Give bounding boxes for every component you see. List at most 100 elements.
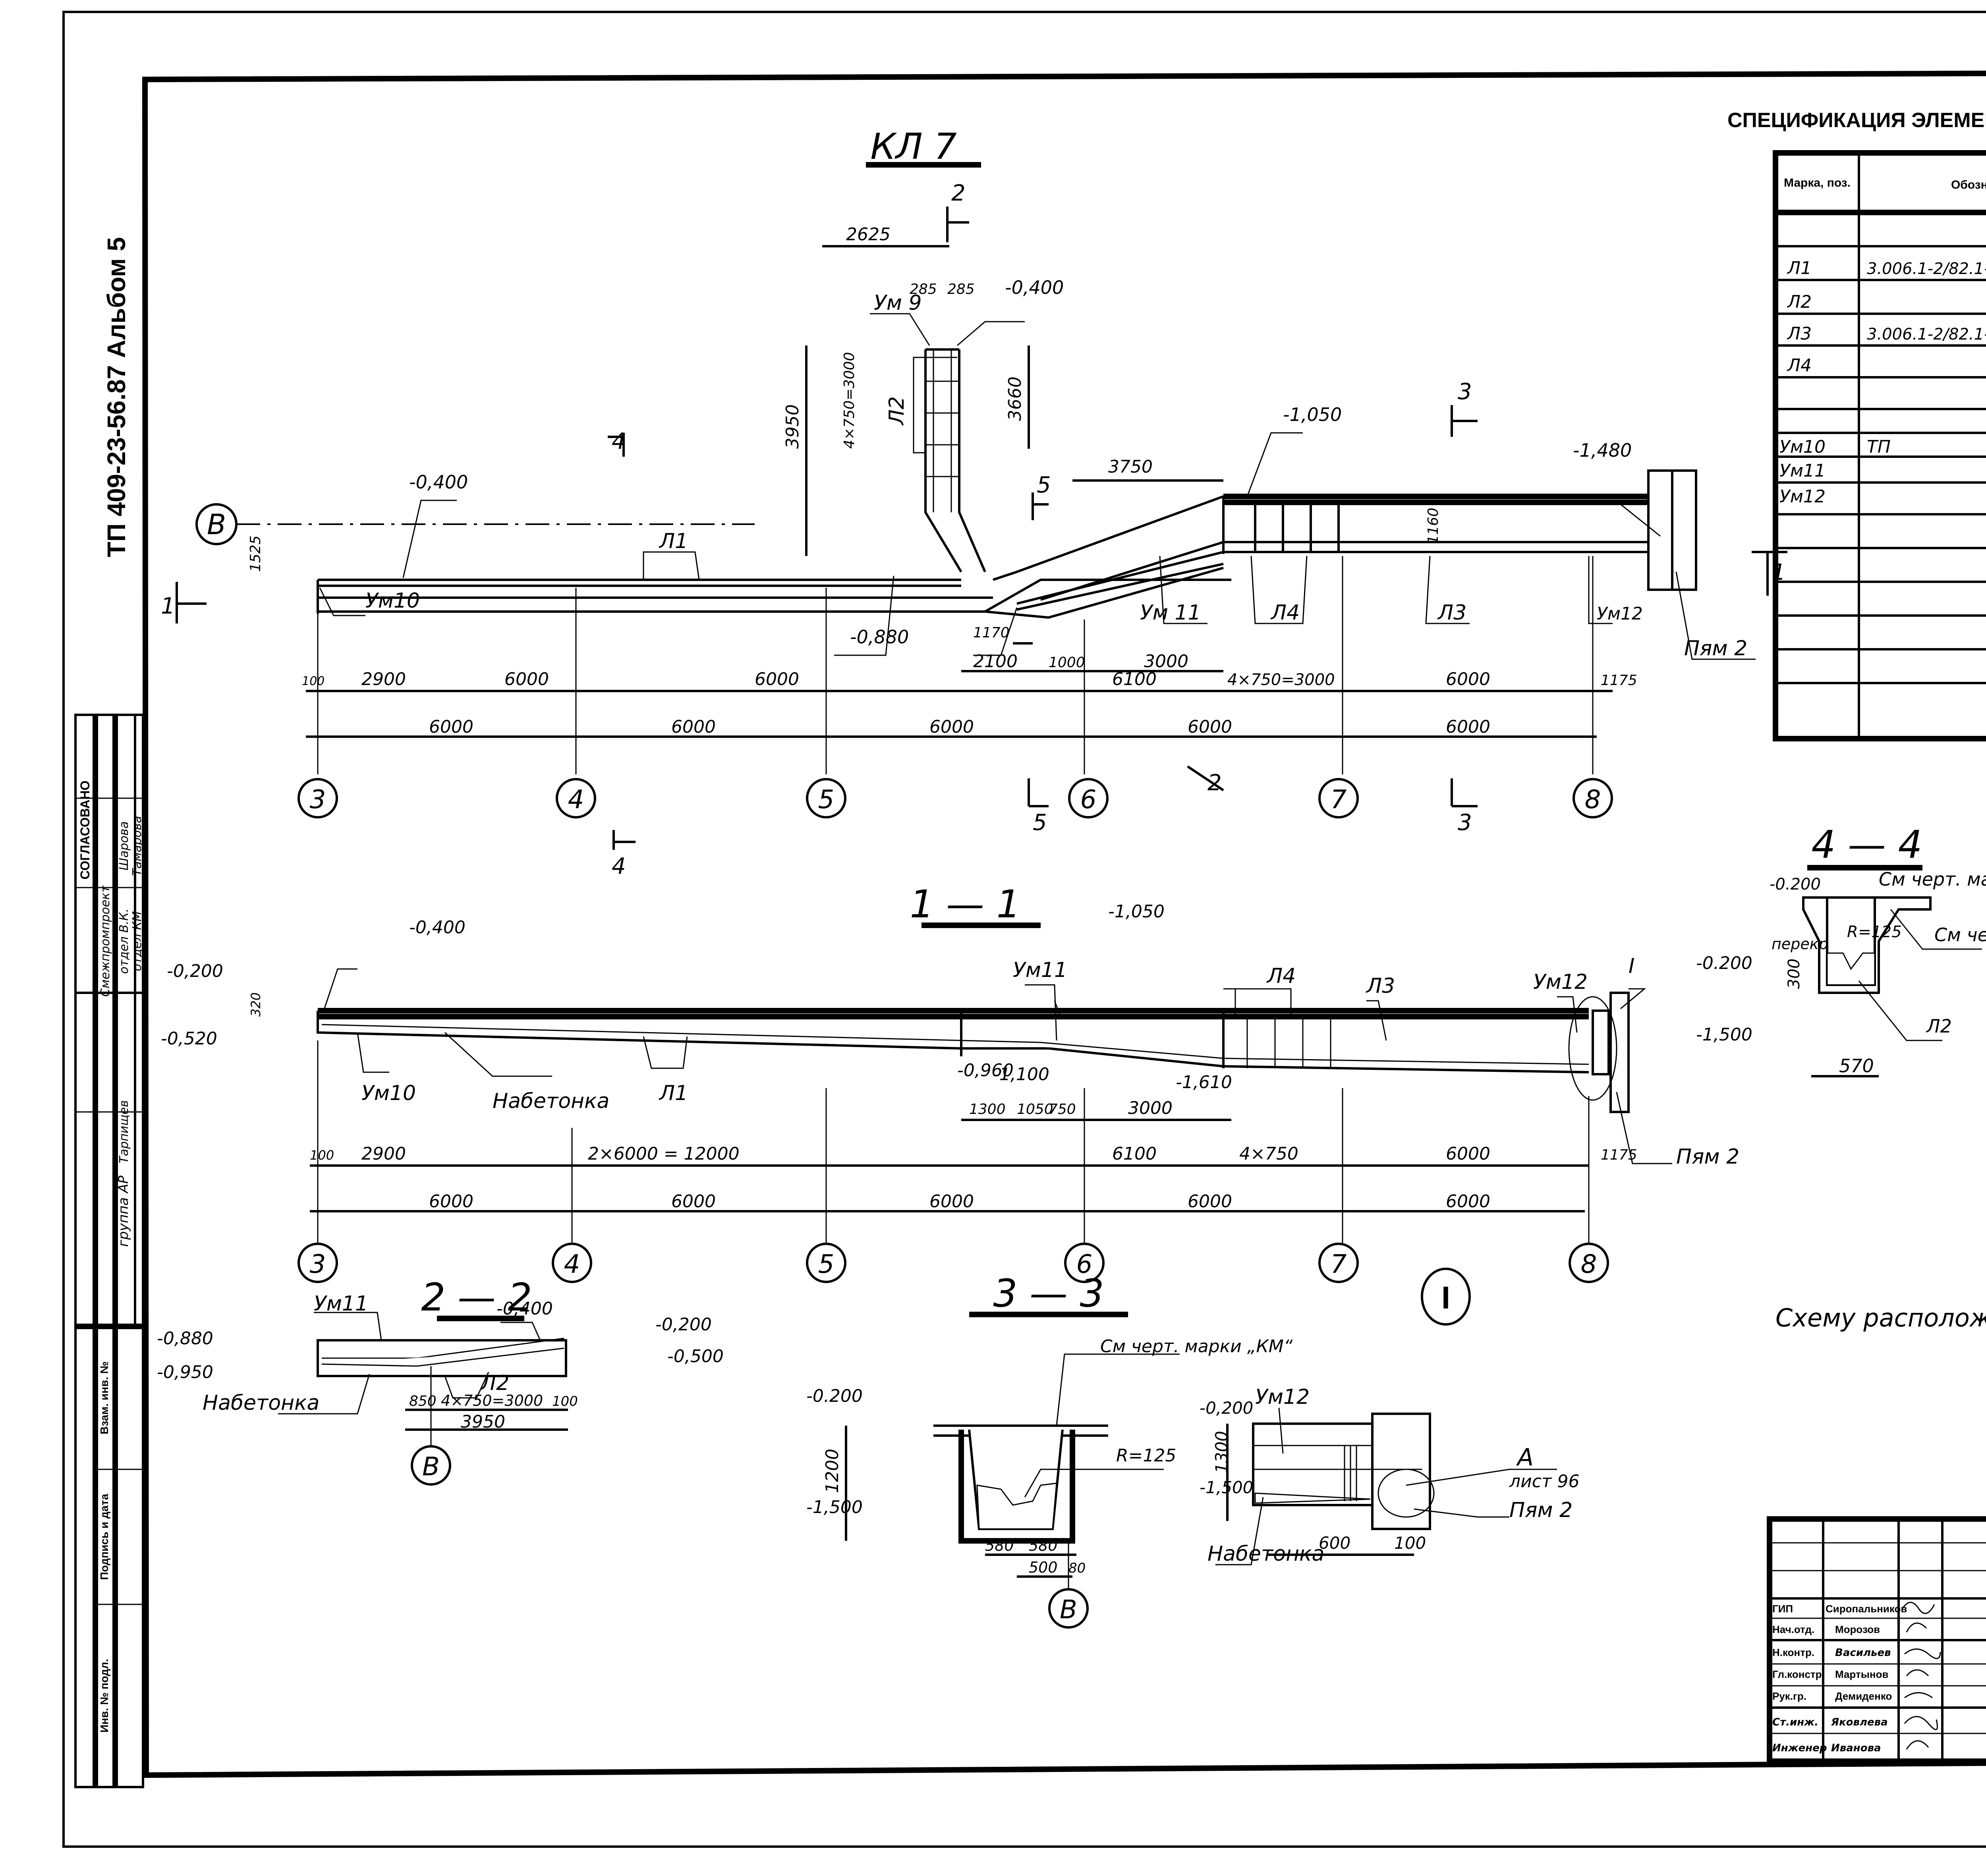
tb-staff-role-1: Нач.отд. <box>1772 1623 1814 1635</box>
plan-view: КЛ 7 <box>161 126 1787 879</box>
spec-row2-mark: Л2 <box>1787 292 1812 312</box>
s11-elev-1100: -1,100 <box>993 1064 1049 1085</box>
spec-row1-code: 3.006.1-2/82.1-1-02.0 <box>1867 260 1986 278</box>
spec-row4-mark: Л4 <box>1787 355 1812 376</box>
spec-header-mark: Марка, поз. <box>1784 176 1851 189</box>
spec-row7-mark: Ум12 <box>1779 486 1826 507</box>
tb-staff-name-2: Васильев <box>1835 1647 1891 1659</box>
spec-row6-mark: Ум11 <box>1779 461 1826 481</box>
detail-I: I Ум12 Набетонка Пям 2 А лист 96 -0,200 … <box>1200 1268 1580 1566</box>
tb-staff-role-3: Гл.констр. <box>1772 1668 1825 1680</box>
section-mark-1-left: 1 <box>161 593 175 619</box>
section-mark-4-top: 4 <box>612 428 626 454</box>
section-3-3: 3 — 3 См черт. марки „КМ“ R=125 -0.200 -… <box>806 1271 1293 1629</box>
s22-elev-0950: -0,950 <box>157 1362 213 1382</box>
section-4-4: 4 — 4 См черт. марки „КМ“ См черт АР R=1… <box>1770 822 1986 1077</box>
stamp-field-inv: Инв. № подл. <box>98 1659 110 1733</box>
plan-grid-6000-5: 6000 <box>1446 717 1490 737</box>
s22-elev-0880: -0,880 <box>157 1328 213 1349</box>
plan-dim-2625: 2625 <box>846 224 891 245</box>
detail-callout-circle <box>1568 996 1617 1101</box>
tb-staff-name-1: Морозов <box>1835 1623 1880 1635</box>
plan-chain1-6000b: 6000 <box>755 669 799 689</box>
signatures <box>1902 1602 1941 1750</box>
plan-label-l3: Л3 <box>1437 601 1466 625</box>
section-mark-2-top: 2 <box>951 180 966 206</box>
approval-heading: СОГЛАСОВАНО <box>78 780 92 879</box>
s11-axis-8: 8 <box>1581 1250 1597 1279</box>
stamp-field-sign: Подпись и дата <box>98 1494 110 1580</box>
detailI-label-ref-sheet: лист 96 <box>1509 1471 1580 1492</box>
section-1-1-axis-bubbles: 3 4 5 6 7 8 <box>298 1040 1609 1283</box>
plan-dim-1160: 1160 <box>1425 508 1441 544</box>
plan-label-um10: Ум10 <box>365 589 420 613</box>
s11-axis-6: 6 <box>1076 1250 1093 1279</box>
plan-elev-4: -1,050 <box>1283 404 1342 425</box>
section-1-1: 1 — 1 3 <box>161 882 1752 1283</box>
s11-label-l3: Л3 <box>1366 974 1395 998</box>
axis-label-B: B <box>207 508 226 541</box>
approval-dept-3: отдел КМ <box>130 911 144 971</box>
s22-label-nabetonka: Набетонка <box>203 1391 319 1415</box>
s33-dim-80: 80 <box>1068 1560 1086 1576</box>
spec-table: СПЕЦИФИКАЦИЯ ЭЛЕМЕНТОВ К СХЕМЕ РАСПОЛОЖЕ… <box>1727 109 1986 741</box>
tb-staff-role-5: Ст.инж. <box>1772 1716 1818 1728</box>
section-1-1-title: 1 — 1 <box>910 882 1020 926</box>
s11-chain2-6000: 6000 <box>1446 1144 1490 1164</box>
approval-dept-2: отдел В.К. <box>117 909 131 974</box>
detailI-dim-600: 600 <box>1319 1533 1350 1553</box>
s11-elev-1050: -1,050 <box>1108 901 1165 922</box>
section-mark-3-bottom: 3 <box>1458 810 1472 836</box>
s11-grid-4: 6000 <box>1188 1191 1232 1212</box>
s44-label-l2: Л2 <box>1926 1015 1952 1037</box>
s22-elev-0400: -0,400 <box>496 1299 553 1319</box>
s11-label-pyam2: Пям 2 <box>1676 1145 1739 1169</box>
section-4-4-title: 4 — 4 <box>1811 822 1922 867</box>
plan-dim-3660: 3660 <box>1005 376 1025 421</box>
plan-axis-6: 6 <box>1080 785 1097 814</box>
s11-chain2-4x750: 4×750 <box>1239 1144 1298 1164</box>
tb-staff-role-0: ГИП <box>1772 1603 1793 1615</box>
title-block: Привязан Инв. № ТП 409-23-56.87 КЖ1 ЩЕБЕ… <box>1767 1516 1986 1764</box>
s33-dim-580a: 580 <box>985 1537 1014 1554</box>
s11-label-nabetonka: Набетонка <box>493 1089 609 1113</box>
s11-chain-3000: 3000 <box>1128 1098 1173 1118</box>
s11-grid-1: 6000 <box>429 1191 473 1212</box>
spec-row1-mark: Л1 <box>1787 258 1812 278</box>
s33-elev-0200: -0.200 <box>806 1386 863 1406</box>
section-mark-5-bottom: 5 <box>1033 810 1047 836</box>
s44-radius: R=125 <box>1847 923 1902 941</box>
approval-dept-1: Смежпромпроект <box>99 885 112 997</box>
s22-label-l2: Л2 <box>480 1371 509 1395</box>
detailI-dim-100: 100 <box>1394 1533 1426 1553</box>
s44-note1: См черт. марки „КМ“ <box>1879 869 1986 890</box>
plan-axis-8: 8 <box>1585 785 1601 814</box>
outer-trim-line <box>62 11 1986 1848</box>
s11-label-um12: Ум12 <box>1533 970 1588 994</box>
plan-chain2-6000: 6000 <box>1446 669 1490 689</box>
spec-row3-code: 3.006.1-2/82.1-1-09.0 <box>1867 325 1986 344</box>
s33-dim-500: 500 <box>1029 1559 1058 1576</box>
s11-elev-1500: -1,500 <box>1696 1025 1752 1045</box>
plan-grid-6000-4: 6000 <box>1188 717 1232 737</box>
s33-dim-580b: 580 <box>1029 1537 1058 1554</box>
s11-grid-5: 6000 <box>1446 1191 1490 1212</box>
plan-elev-2: -0,400 <box>1005 277 1064 298</box>
tb-staff-role-6: Инженер <box>1772 1742 1827 1754</box>
detailI-label-um12: Ум12 <box>1255 1385 1310 1409</box>
plan-axis-5: 5 <box>818 785 835 814</box>
s44-perekr: перекр <box>1772 935 1828 953</box>
section-mark-3-top: 3 <box>1458 379 1472 405</box>
drawing-border <box>142 70 1986 1778</box>
s44-note2: См черт АР <box>1934 924 1986 946</box>
s11-chain-100: 100 <box>310 1148 334 1163</box>
s22-axis-B: B <box>422 1452 440 1482</box>
s22-elev-0200: -0,200 <box>655 1314 712 1335</box>
plan-axis-7: 7 <box>1331 785 1347 814</box>
section-3-3-title: 3 — 3 <box>993 1271 1104 1316</box>
tb-staff-name-0: Сиропальников <box>1826 1603 1907 1615</box>
s11-elev-0960: -0,960 <box>957 1060 1014 1081</box>
s44-dim-300: 300 <box>1785 959 1803 989</box>
tb-staff-name-5: Яковлева <box>1831 1716 1888 1728</box>
approval-name-2: Тамарова <box>130 816 144 876</box>
